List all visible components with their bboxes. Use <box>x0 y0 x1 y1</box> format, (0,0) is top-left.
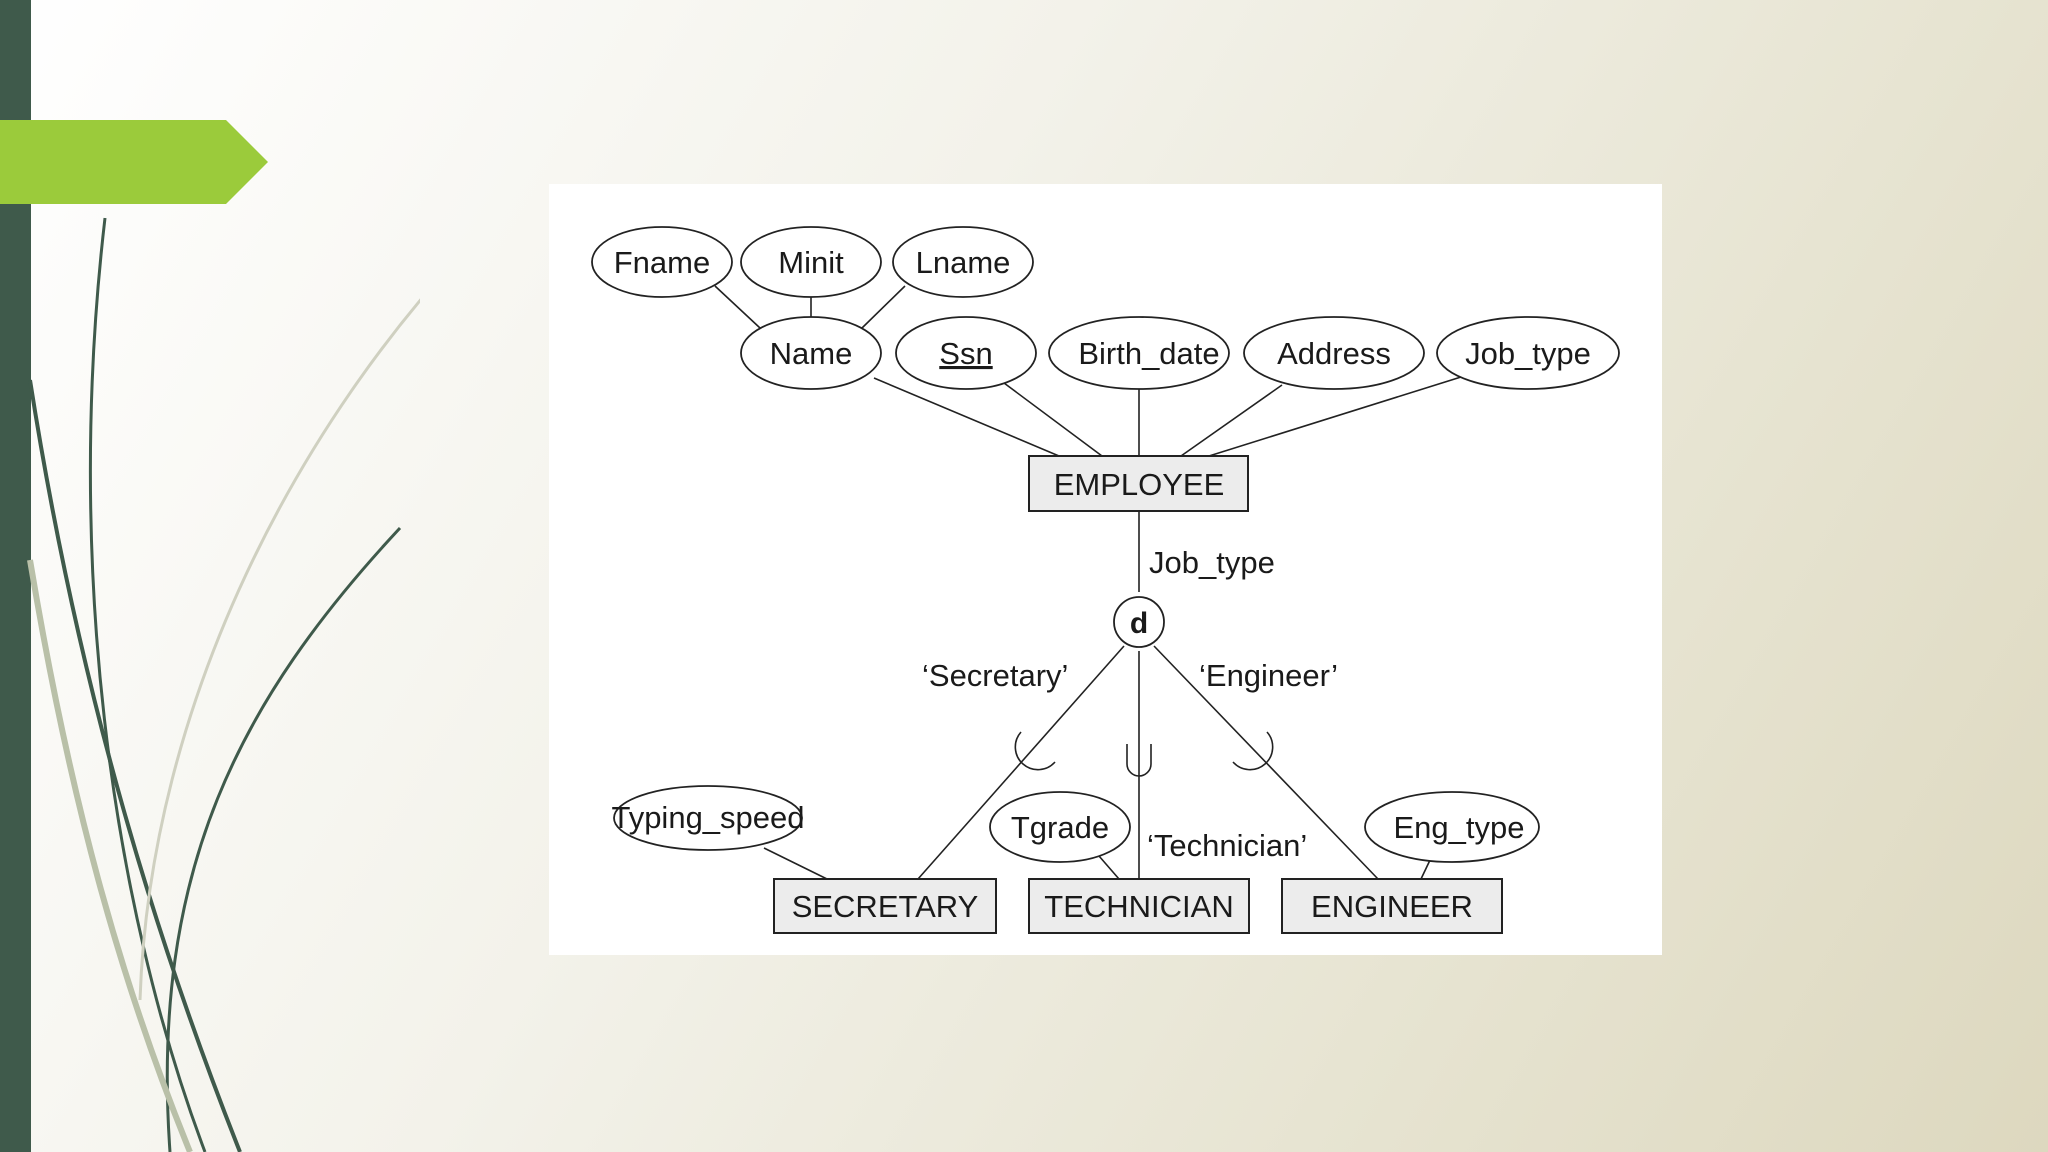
entity-technician-label: TECHNICIAN <box>1044 889 1233 924</box>
disjoint-circle: d <box>1113 596 1165 648</box>
attribute-address-label: Address <box>1277 336 1391 371</box>
attribute-minit: Minit <box>740 226 882 298</box>
title-accent-tab <box>0 120 268 204</box>
attribute-lname-label: Lname <box>916 245 1011 280</box>
attribute-address: Address <box>1243 316 1425 390</box>
connector-lines <box>714 285 1462 880</box>
attribute-birth-date-label: Birth_date <box>1078 336 1219 371</box>
attribute-eng-type-label: Eng_type <box>1394 810 1525 845</box>
engineer-value-label: ‘Engineer’ <box>1199 658 1338 693</box>
technician-value-label: ‘Technician’ <box>1147 828 1307 863</box>
attribute-typing-speed-label: Typing_speed <box>611 800 804 835</box>
decorative-leaves <box>27 217 420 1152</box>
attribute-tgrade: Tgrade <box>989 791 1131 863</box>
attribute-lname: Lname <box>892 226 1034 298</box>
attribute-eng-type: Eng_type <box>1364 791 1540 863</box>
entity-secretary: SECRETARY <box>773 878 997 934</box>
entity-technician: TECHNICIAN <box>1028 878 1250 934</box>
defining-attribute-label: Job_type <box>1149 545 1275 580</box>
attribute-minit-label: Minit <box>778 245 844 280</box>
attribute-ssn-label: Ssn <box>939 336 992 371</box>
attribute-job-type-label: Job_type <box>1465 336 1591 371</box>
attribute-name-label: Name <box>770 336 853 371</box>
er-diagram-panel: Fname Minit Lname Name Ssn Birth_date <box>549 184 1662 955</box>
attribute-job-type: Job_type <box>1436 316 1620 390</box>
secretary-value-label: ‘Secretary’ <box>922 658 1068 693</box>
attribute-typing-speed: Typing_speed <box>611 785 805 851</box>
er-diagram: Fname Minit Lname Name Ssn Birth_date <box>591 226 1620 934</box>
attribute-fname-label: Fname <box>614 245 710 280</box>
disjoint-constraint-label: d <box>1130 607 1148 640</box>
attribute-fname: Fname <box>591 226 733 298</box>
entity-employee: EMPLOYEE <box>1028 455 1249 512</box>
attribute-tgrade-label: Tgrade <box>1011 810 1109 845</box>
entity-secretary-label: SECRETARY <box>792 889 979 924</box>
attribute-name: Name <box>740 316 882 390</box>
entity-engineer-label: ENGINEER <box>1311 889 1473 924</box>
attribute-birth-date: Birth_date <box>1048 316 1230 390</box>
entity-engineer: ENGINEER <box>1281 878 1503 934</box>
entity-employee-label: EMPLOYEE <box>1054 467 1225 502</box>
attribute-ssn: Ssn <box>895 316 1037 390</box>
